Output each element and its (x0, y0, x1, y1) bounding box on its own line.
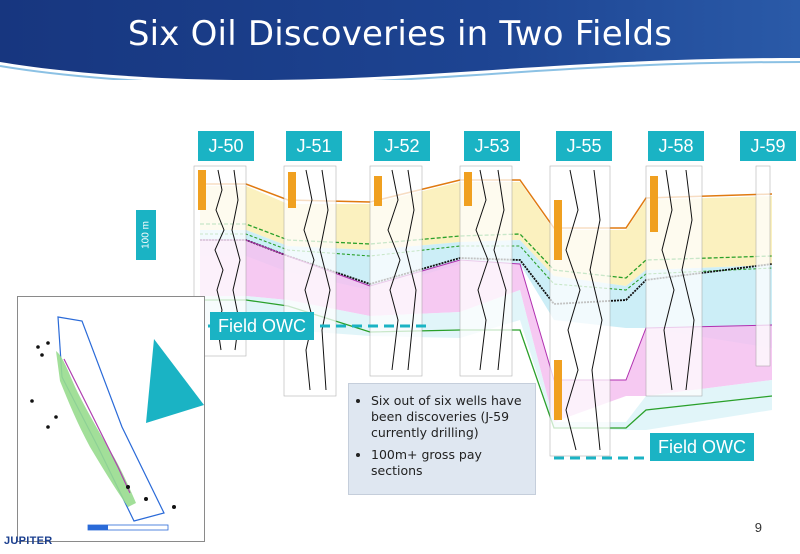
callout-bullet: 100m+ gross pay sections (371, 447, 527, 479)
well-correlation-section (160, 165, 772, 460)
owc-label-right: Field OWC (650, 433, 755, 461)
well-label-j59: J-59 (740, 131, 796, 161)
log-strip-j53 (459, 165, 513, 377)
callout-bullet: Six out of six wells have been discoveri… (371, 393, 527, 441)
slide-title: Six Oil Discoveries in Two Fields (127, 14, 673, 54)
callout-box: Six out of six wells have been discoveri… (348, 383, 536, 495)
horizon-green-1 (200, 223, 772, 279)
owc-label-left: Field OWC (210, 312, 315, 340)
zone-cyan-upper (200, 230, 772, 348)
well-label-j51: J-51 (286, 131, 342, 161)
well-label-j50: J-50 (198, 131, 254, 161)
map-pointer-arrow (146, 339, 204, 423)
well-label-j55: J-55 (556, 131, 612, 161)
zone-pink (200, 240, 772, 422)
company-logo: JUPITER (4, 535, 53, 547)
page-number: 9 (754, 520, 762, 535)
scale-bar: 100 m (136, 210, 156, 260)
well-label-j53: J-53 (464, 131, 520, 161)
log-strip-j59 (755, 165, 771, 367)
log-strip-j58 (645, 165, 703, 397)
well-label-j58: J-58 (648, 131, 704, 161)
log-strip-j51 (283, 165, 337, 397)
well-label-j52: J-52 (374, 131, 430, 161)
title-banner (0, 0, 800, 80)
location-map (17, 296, 205, 542)
log-strip-j52 (369, 165, 423, 377)
log-strip-j55 (549, 165, 611, 457)
